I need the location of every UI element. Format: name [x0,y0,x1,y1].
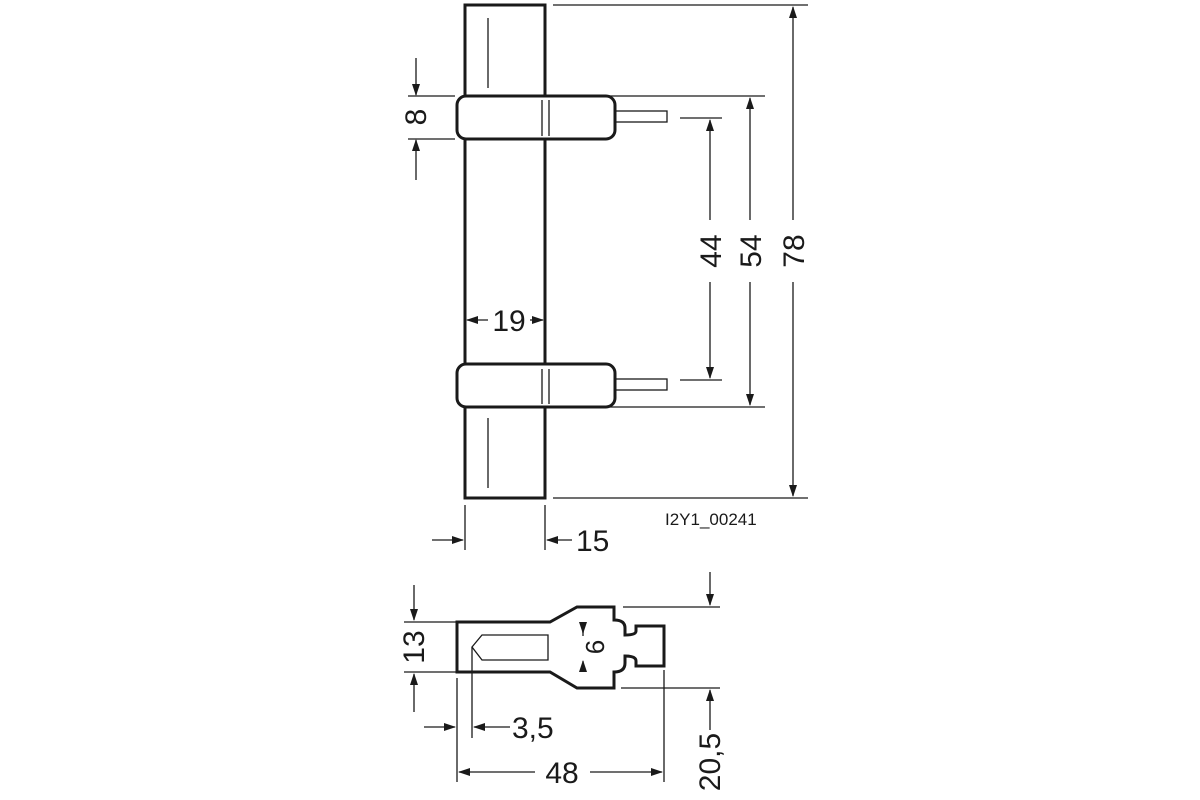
extension-lines [408,4,808,550]
dimension-clip-span: 54 [735,97,768,406]
dimension-foot-height: 13 [398,585,431,712]
foot-slot [471,634,549,661]
lower-clip-pin [614,378,668,391]
dimension-tube-depth-label: 15 [576,525,609,558]
dimension-foot-length-label: 48 [545,757,578,790]
dimension-slot-width-label: 6 [580,640,610,654]
dimension-clip-span-label: 54 [735,234,768,267]
dimension-tube-depth: 15 [432,525,609,558]
dimension-slot-width: 6 [579,622,610,672]
dimension-foot-offset: 20,5 [694,572,727,791]
drawing-code: I2Y1_00241 [665,510,757,529]
dimension-foot-height-label: 13 [398,630,431,663]
dimension-tube-width: 19 [466,305,544,338]
dimension-inner-span: 44 [695,119,728,379]
upper-clip [455,94,668,141]
dimension-total-height-label: 78 [778,234,811,267]
dimension-clip-height-label: 8 [400,109,433,126]
foot-profile [455,605,666,738]
dimension-tube-width-label: 19 [492,305,525,338]
tube-body [463,3,547,500]
lower-extension-lines [404,606,720,782]
lower-clip [455,362,668,409]
upper-clip-pin [614,110,668,123]
dimension-total-height: 78 [778,6,811,497]
dimension-foot-offset-label: 20,5 [694,733,727,791]
dimension-foot-length: 48 [458,757,663,790]
dimension-slot-offset: 3,5 [424,712,554,745]
dimension-inner-span-label: 44 [695,234,728,267]
dimension-clip-height: 8 [400,58,433,180]
dimension-slot-offset-label: 3,5 [512,712,554,745]
